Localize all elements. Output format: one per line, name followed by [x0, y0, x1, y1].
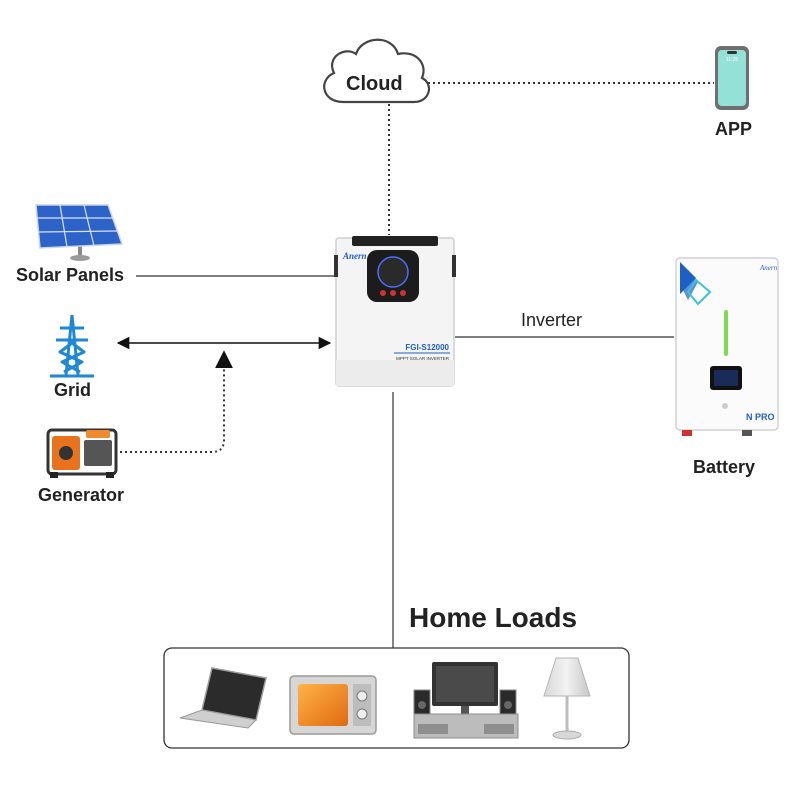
solar-label: Solar Panels [16, 265, 125, 285]
connections [116, 82, 714, 648]
laptop-icon [179, 667, 267, 729]
solar-panel-icon [35, 204, 124, 261]
battery-label: Battery [693, 457, 756, 477]
generator-icon [46, 428, 118, 478]
tv-icon [413, 662, 519, 739]
battery-icon [675, 257, 779, 436]
inverter-brand: Anern [342, 251, 367, 261]
grid-label: Grid [54, 380, 92, 400]
phone-time: 11:25 [726, 57, 738, 63]
battery-badge: N PRO [746, 412, 775, 422]
phone-icon [715, 46, 749, 110]
inverter-subtitle: MPPT SOLAR INVERTER [396, 356, 450, 361]
inverter-icon [334, 236, 456, 387]
cloud-icon [323, 38, 431, 104]
grid-tower-icon [50, 314, 94, 378]
battery-brand: Anern [759, 264, 778, 272]
home-loads-title: Home Loads [409, 602, 578, 633]
lamp-icon [543, 657, 591, 740]
generator-link [120, 350, 233, 453]
cloud-label: Cloud [346, 73, 403, 95]
inverter-link-label: Inverter [521, 310, 583, 330]
microwave-icon [289, 675, 377, 735]
app-label: APP [715, 119, 753, 139]
generator-label: Generator [38, 485, 125, 505]
inverter-model: FGI-S12000 [405, 343, 449, 352]
